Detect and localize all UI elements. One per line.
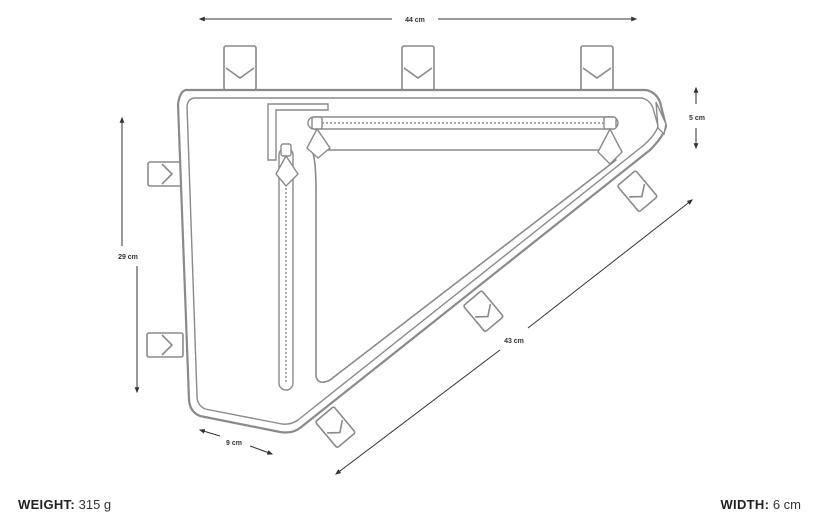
dimension-height: 29 cm	[118, 116, 140, 394]
weight-spec: WEIGHT: 315 g	[18, 497, 111, 513]
side-zipper	[278, 147, 294, 391]
width-label: WIDTH:	[720, 497, 770, 512]
top-strap-right	[580, 45, 614, 91]
dimension-top-length-label: 44 cm	[405, 17, 425, 24]
dimension-head-height: 5 cm	[689, 86, 705, 150]
down-tube-strap-middle	[463, 290, 504, 332]
inner-panel-outline	[267, 103, 329, 161]
head-tube-cap	[655, 101, 667, 136]
inner-panel-triangle	[311, 149, 617, 384]
width-value: 6 cm	[772, 497, 801, 512]
weight-value: 315 g	[78, 497, 112, 512]
dimension-diagonal-length-label: 43 cm	[504, 338, 524, 345]
side-strap-lower	[146, 332, 184, 358]
top-zipper	[307, 116, 619, 130]
down-tube-strap-upper	[617, 170, 658, 212]
top-strap-left	[223, 45, 257, 91]
bag-inner-outline	[186, 97, 659, 425]
width-spec: WIDTH: 6 cm	[720, 497, 801, 513]
zipper-pull-top-left	[306, 116, 331, 159]
dimension-head-height-label: 5 cm	[689, 115, 705, 122]
zipper-pull-side	[275, 143, 299, 188]
dimension-bottom-depth-label: 9 cm	[226, 440, 242, 447]
down-tube-strap-lower	[315, 406, 356, 448]
dimension-diagonal-length: 43 cm	[335, 199, 693, 475]
dimension-height-label: 29 cm	[118, 254, 138, 261]
dimension-top-length: 44 cm	[198, 16, 638, 24]
top-strap-middle	[401, 45, 435, 91]
weight-label: WEIGHT:	[18, 497, 75, 512]
dimension-bottom-depth: 9 cm	[198, 429, 274, 455]
side-strap-upper	[147, 161, 183, 187]
zipper-pull-top-right	[597, 116, 623, 165]
